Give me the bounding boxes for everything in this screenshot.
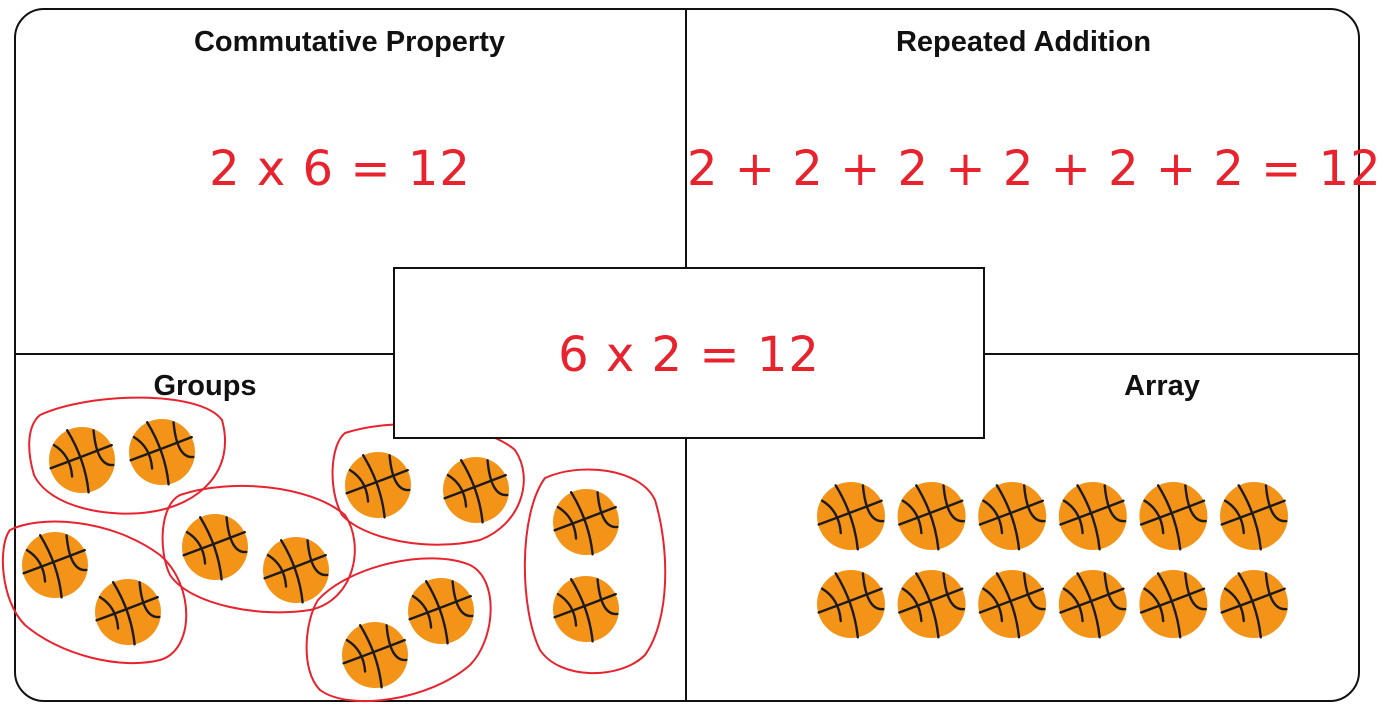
basketball-icon — [49, 427, 115, 494]
basketball-icon — [817, 570, 885, 639]
basketball-icon — [817, 482, 885, 551]
group-circle — [523, 468, 667, 675]
commutative-equation: 2 x 6 = 12 — [209, 141, 471, 197]
repeated-addition-heading: Repeated Addition — [895, 26, 1152, 58]
basketball-icon — [263, 537, 329, 604]
basketball-icon — [1058, 482, 1127, 551]
basketball-icon — [1220, 570, 1288, 639]
group-circle — [28, 396, 227, 515]
basketball-icon — [408, 578, 474, 645]
basketball-icon — [443, 457, 509, 524]
center-equation: 6 x 2 = 12 — [558, 327, 820, 383]
basketball-icon — [1058, 570, 1127, 639]
basketball-icon — [345, 452, 411, 519]
basketball-icon — [95, 579, 161, 646]
basketball-icon — [978, 570, 1047, 639]
basketball-icon — [1220, 482, 1288, 551]
chart-frame — [14, 8, 1360, 702]
basketball-icon — [897, 482, 966, 551]
basketball-icon — [553, 576, 619, 643]
basketball-icon — [342, 622, 408, 689]
commutative-property-heading: Commutative Property — [193, 26, 505, 58]
repeated-addition-equation: 2 + 2 + 2 + 2 + 2 + 2 = 12 — [687, 141, 1382, 197]
group-circle — [1, 520, 188, 665]
basketball-icon — [182, 514, 248, 581]
basketball-icon — [1139, 482, 1208, 551]
groups-heading: Groups — [153, 370, 257, 402]
group-circle — [305, 557, 492, 703]
basketball-icon — [978, 482, 1047, 551]
array-heading: Array — [1124, 370, 1200, 402]
basketball-icon — [129, 419, 195, 486]
basketball-icon — [1139, 570, 1208, 639]
basketball-icon — [22, 532, 88, 599]
group-circle — [161, 484, 356, 614]
basketball-icon — [553, 489, 619, 556]
basketball-icon — [897, 570, 966, 639]
center-equation-box: 6 x 2 = 12 — [393, 267, 985, 439]
